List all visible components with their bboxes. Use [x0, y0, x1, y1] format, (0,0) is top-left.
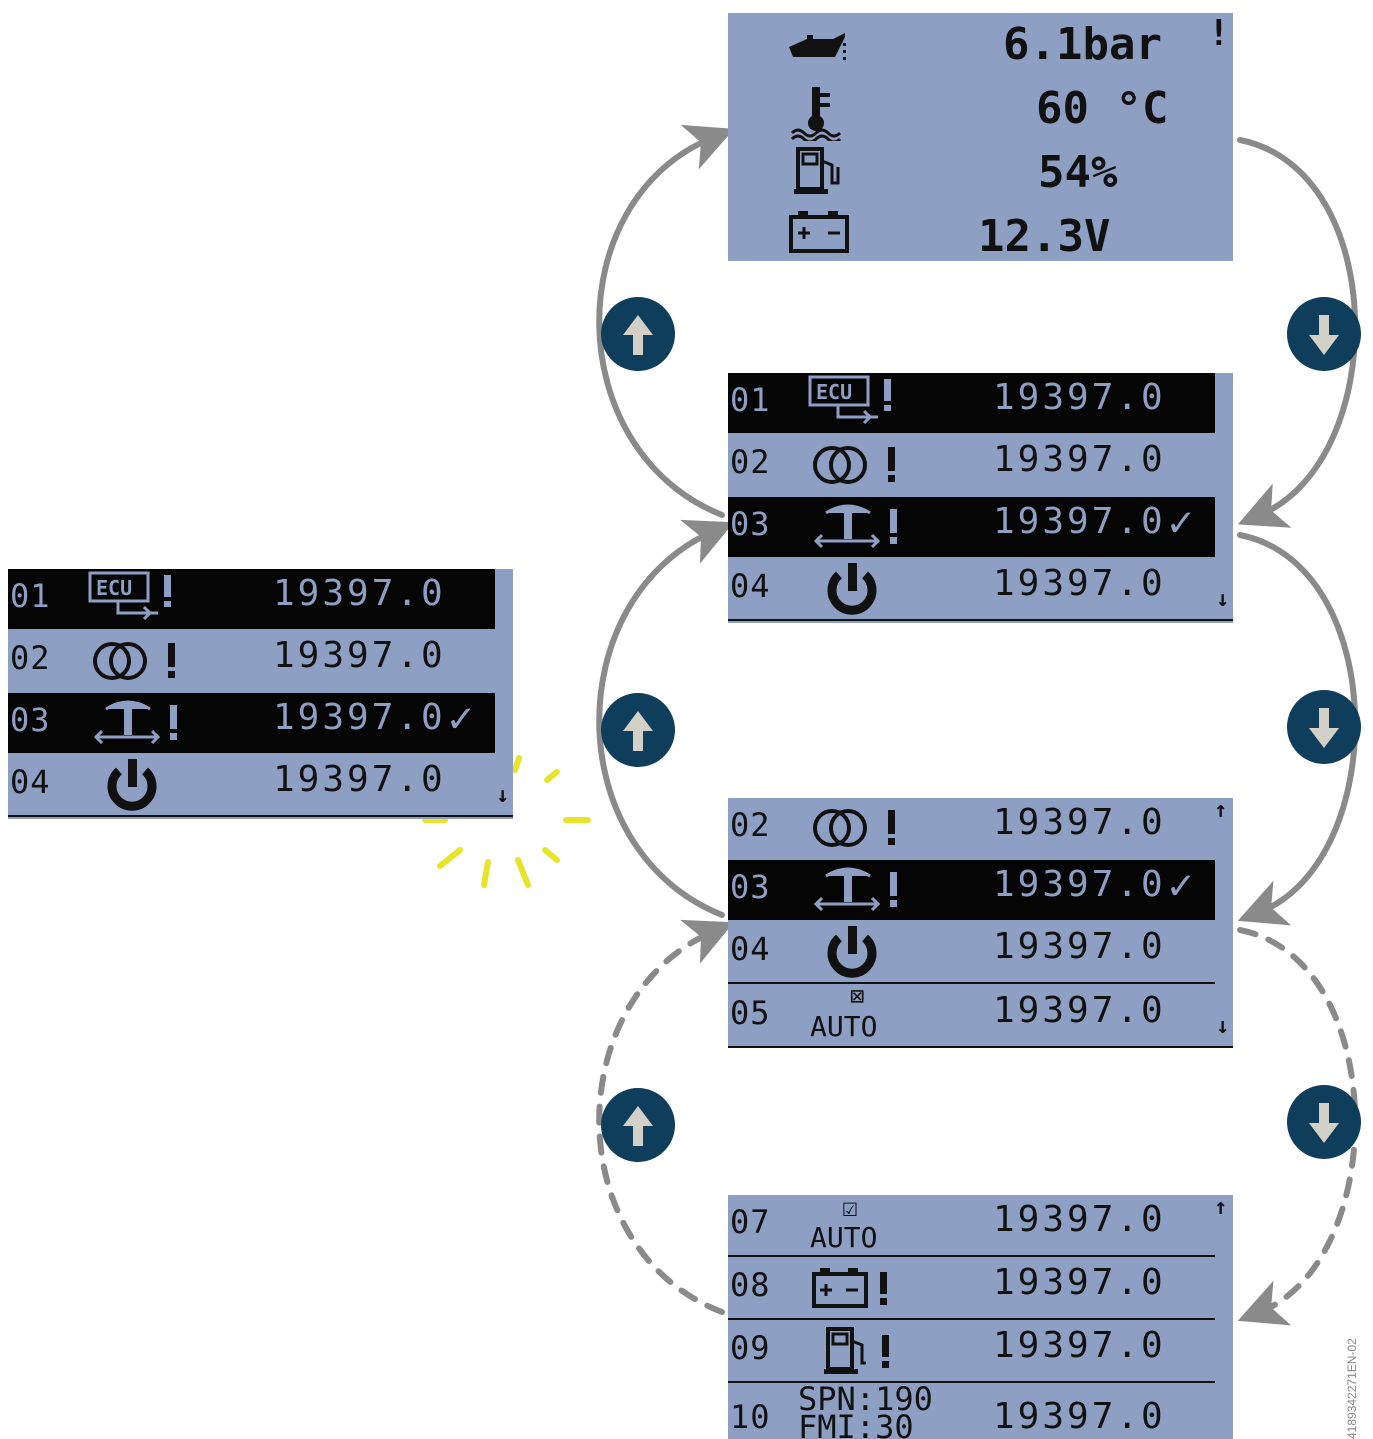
check-icon: ✓ — [1168, 860, 1194, 909]
tap-icon — [812, 866, 908, 914]
auto-mode-off-icon: ⊠ — [850, 982, 865, 1010]
auto-label: AUTO — [810, 1221, 878, 1254]
fuel-level-value: 54% — [1038, 147, 1118, 198]
spn-code: SPN:190 — [798, 1380, 933, 1418]
list-item[interactable]: 01 ECU 19397.0 — [8, 569, 495, 629]
list-item[interactable]: 04 19397.0 ↓ — [728, 559, 1233, 621]
list-item[interactable]: 07 ☑ AUTO 19397.0 ↑ — [728, 1195, 1227, 1257]
arrow-up-icon — [623, 711, 653, 751]
arrow-up-icon — [623, 1106, 653, 1146]
figure-code: 4189342271EN-02 — [1345, 1338, 1359, 1439]
down-button[interactable] — [1287, 297, 1361, 371]
scroll-up-indicator: ↑ — [1214, 798, 1228, 823]
scroll-down-indicator: ↓ — [1216, 587, 1230, 612]
rings-icon — [92, 639, 188, 683]
battery-icon — [812, 1266, 908, 1310]
oil-can-icon — [783, 25, 853, 65]
arrow-down-icon — [1309, 315, 1339, 355]
alarm-list-screen-c[interactable]: 07 ☑ AUTO 19397.0 ↑ 08 19397.0 09 19397.… — [728, 1195, 1233, 1439]
list-item[interactable]: 03 19397.0 ✓ — [728, 497, 1215, 557]
svg-text:ECU: ECU — [96, 576, 132, 600]
list-item[interactable]: 04 19397.0 — [728, 922, 1215, 984]
list-item[interactable]: 02 19397.0 ↑ — [728, 798, 1233, 858]
scroll-up-indicator: ↑ — [1214, 1195, 1228, 1220]
up-button[interactable] — [601, 297, 675, 371]
warning-mark: ! — [1208, 13, 1230, 54]
scroll-down-indicator: ↓ — [1216, 1014, 1230, 1039]
ecu-icon: ECU — [808, 375, 908, 427]
oil-pressure-value: 6.1bar — [1003, 19, 1162, 70]
engine-status-screen: 6.1bar ! 60 °C 54% 12.3V — [728, 13, 1233, 261]
coolant-temp-icon — [790, 83, 845, 141]
list-item[interactable]: 02 19397.0 — [8, 631, 513, 691]
arrow-up-icon — [623, 315, 653, 355]
power-icon — [822, 561, 882, 619]
alarm-list-screen-a[interactable]: 01 ECU 19397.0 02 19397.0 03 19397.0 ✓ 0… — [728, 373, 1233, 623]
rings-icon — [812, 443, 908, 487]
ecu-icon: ECU — [88, 571, 188, 623]
list-item[interactable]: 03 19397.0 ✓ — [728, 860, 1215, 920]
arrow-down-icon — [1309, 708, 1339, 748]
tap-icon — [92, 699, 188, 747]
scroll-down-indicator: ↓ — [496, 783, 510, 808]
arrow-down-icon — [1309, 1103, 1339, 1143]
svg-text:ECU: ECU — [816, 380, 852, 404]
auto-label: AUTO — [810, 1010, 878, 1043]
list-item[interactable]: 09 19397.0 — [728, 1321, 1215, 1383]
battery-icon — [788, 209, 852, 255]
power-icon — [822, 924, 882, 982]
auto-mode-on-icon: ☑ — [842, 1195, 858, 1223]
alarm-list-screen-b[interactable]: 02 19397.0 ↑ 03 19397.0 ✓ 04 19397.0 05 … — [728, 798, 1233, 1048]
list-item[interactable]: 02 19397.0 — [728, 435, 1233, 495]
rings-icon — [812, 806, 908, 850]
check-icon: ✓ — [448, 693, 474, 742]
list-item[interactable]: 04 19397.0 ↓ — [8, 755, 513, 817]
tap-icon — [812, 503, 908, 551]
fuel-pump-icon — [824, 1325, 908, 1377]
alarm-list-screen-left[interactable]: 01 ECU 19397.0 02 19397.0 03 19397.0 ✓ 0… — [8, 569, 513, 819]
down-button[interactable] — [1287, 1085, 1361, 1159]
list-item[interactable]: 03 19397.0 ✓ — [8, 693, 495, 753]
power-icon — [102, 757, 162, 815]
down-button[interactable] — [1287, 690, 1361, 764]
list-item[interactable]: 10 SPN:190 FMI:30 19397.0 — [728, 1380, 1233, 1439]
up-button[interactable] — [601, 693, 675, 767]
fuel-pump-icon — [794, 145, 844, 197]
list-item[interactable]: 01 ECU 19397.0 — [728, 373, 1215, 433]
up-button[interactable] — [601, 1088, 675, 1162]
coolant-temp-value: 60 °C — [1036, 83, 1169, 134]
battery-voltage-value: 12.3V — [978, 211, 1111, 261]
list-item[interactable]: 08 19397.0 — [728, 1258, 1215, 1320]
fmi-code: FMI:30 — [798, 1408, 914, 1439]
list-item[interactable]: 05 ⊠ AUTO 19397.0 ↓ — [728, 982, 1233, 1048]
check-icon: ✓ — [1168, 497, 1194, 546]
